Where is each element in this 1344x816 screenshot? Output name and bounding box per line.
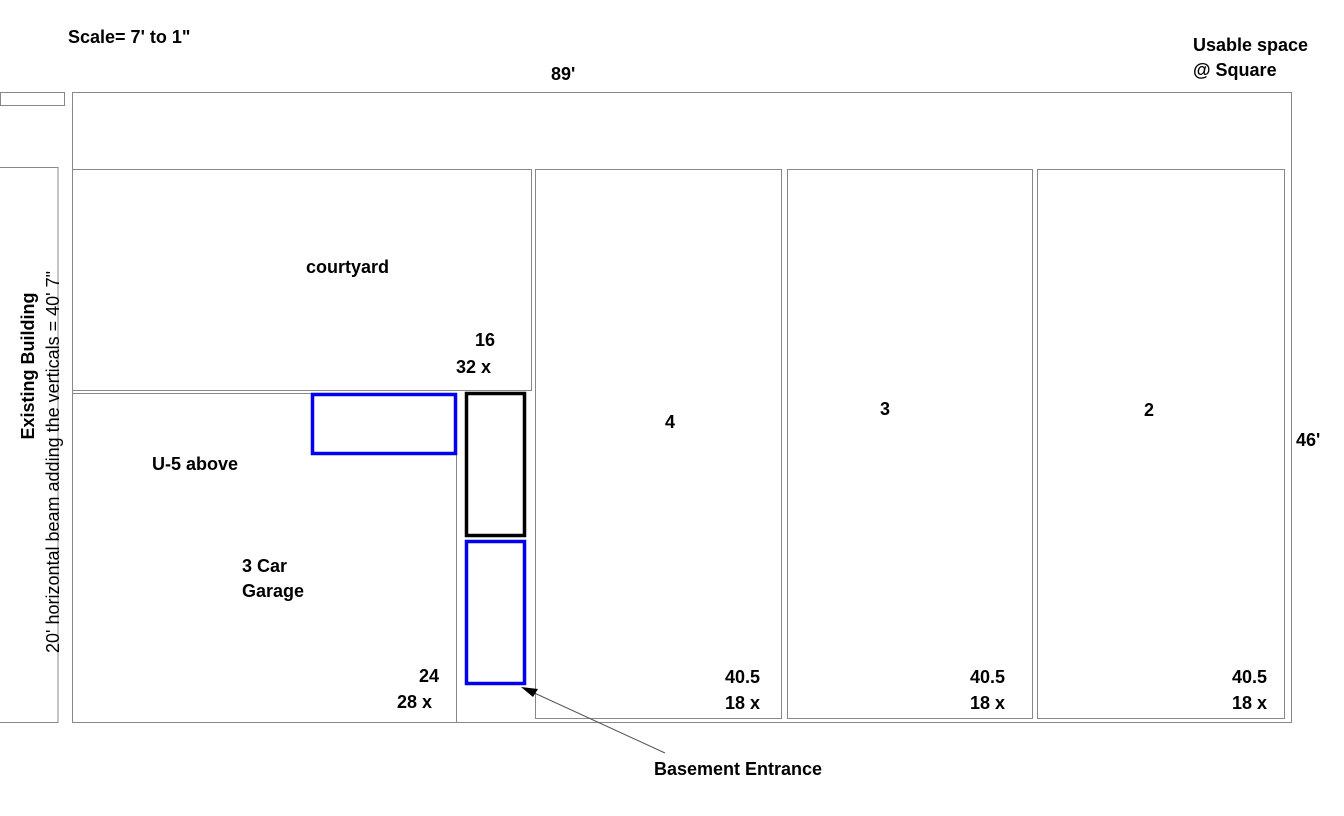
- unit-dim-top: 40.5: [725, 667, 760, 687]
- existing-building-title: Existing Building: [18, 293, 38, 440]
- garage-dim-top: 24: [419, 666, 439, 686]
- unit-dim-bottom: 18 x: [1232, 693, 1267, 713]
- unit-2-area: [1037, 169, 1285, 719]
- usable-space-line2: @ Square: [1193, 60, 1277, 80]
- basement-entrance-block: [464, 539, 527, 686]
- arrowhead-icon: [521, 687, 538, 697]
- unit-dim-top: 40.5: [970, 667, 1005, 687]
- basement-arrow-line: [529, 690, 666, 754]
- courtyard-dim-top: 16: [475, 330, 495, 350]
- existing-building-stub: [0, 92, 65, 106]
- usable-space-line1: Usable space: [1193, 35, 1308, 55]
- stair-block: [464, 391, 527, 538]
- basement-entrance-label: Basement Entrance: [654, 759, 822, 779]
- unit-dim-bottom: 18 x: [970, 693, 1005, 713]
- garage-label-line1: 3 Car: [242, 556, 287, 576]
- scale-label: Scale= 7' to 1": [68, 27, 190, 47]
- garage-blue-block: [310, 392, 458, 456]
- courtyard-dim-bottom: 32 x: [456, 357, 491, 377]
- garage-label-line2: Garage: [242, 581, 304, 601]
- courtyard-area: [72, 169, 532, 391]
- garage-area: [72, 393, 457, 723]
- existing-building: [0, 167, 59, 723]
- unit-number: 3: [880, 399, 890, 419]
- unit-number: 2: [1144, 400, 1154, 420]
- depth-label: 46': [1296, 430, 1320, 450]
- lot-outline: [72, 92, 1292, 723]
- garage-upper-label: U-5 above: [152, 454, 238, 474]
- garage-dim-bottom: 28 x: [397, 692, 432, 712]
- unit-dim-top: 40.5: [1232, 667, 1267, 687]
- existing-building-note: 20' horizontal beam adding the verticals…: [43, 271, 63, 653]
- width-label: 89': [551, 64, 575, 84]
- unit-4-area: [535, 169, 782, 719]
- unit-number: 4: [665, 412, 675, 432]
- unit-dim-bottom: 18 x: [725, 693, 760, 713]
- unit-3-area: [787, 169, 1033, 719]
- courtyard-label: courtyard: [306, 257, 389, 277]
